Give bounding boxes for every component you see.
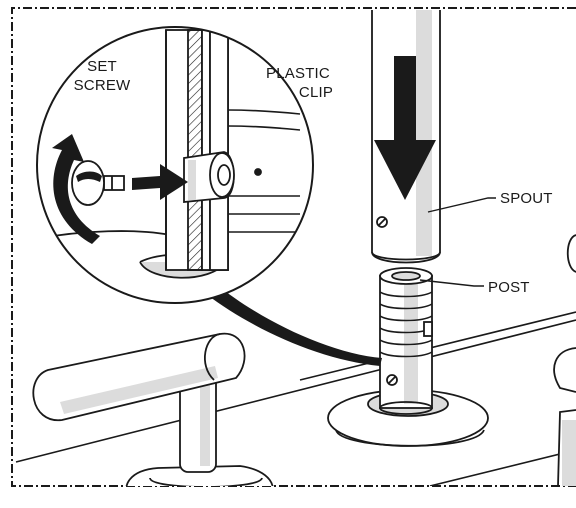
post [327, 267, 489, 447]
t-handle [32, 332, 274, 486]
label-spout: SPOUT [500, 190, 553, 207]
label-post: POST [488, 279, 530, 296]
dash-dot-frame [11, 7, 576, 487]
set-screw [71, 160, 125, 206]
sink-deck [15, 311, 576, 486]
label-plastic-clip-line2: CLIP [299, 84, 333, 101]
label-set-screw-line2: SCREW [74, 77, 131, 94]
label-plastic-clip: PLASTIC CLIP [266, 65, 333, 101]
detail-inset [36, 26, 314, 304]
curved-rotate-arrow-icon [52, 134, 100, 244]
label-plastic-clip-line1: PLASTIC [266, 65, 330, 82]
right-arrow-icon [132, 164, 188, 200]
label-set-screw: SET SCREW [74, 58, 131, 94]
right-fixture-partial [553, 234, 576, 486]
label-set-screw-line1: SET [87, 58, 117, 75]
down-arrow-icon [374, 56, 436, 200]
